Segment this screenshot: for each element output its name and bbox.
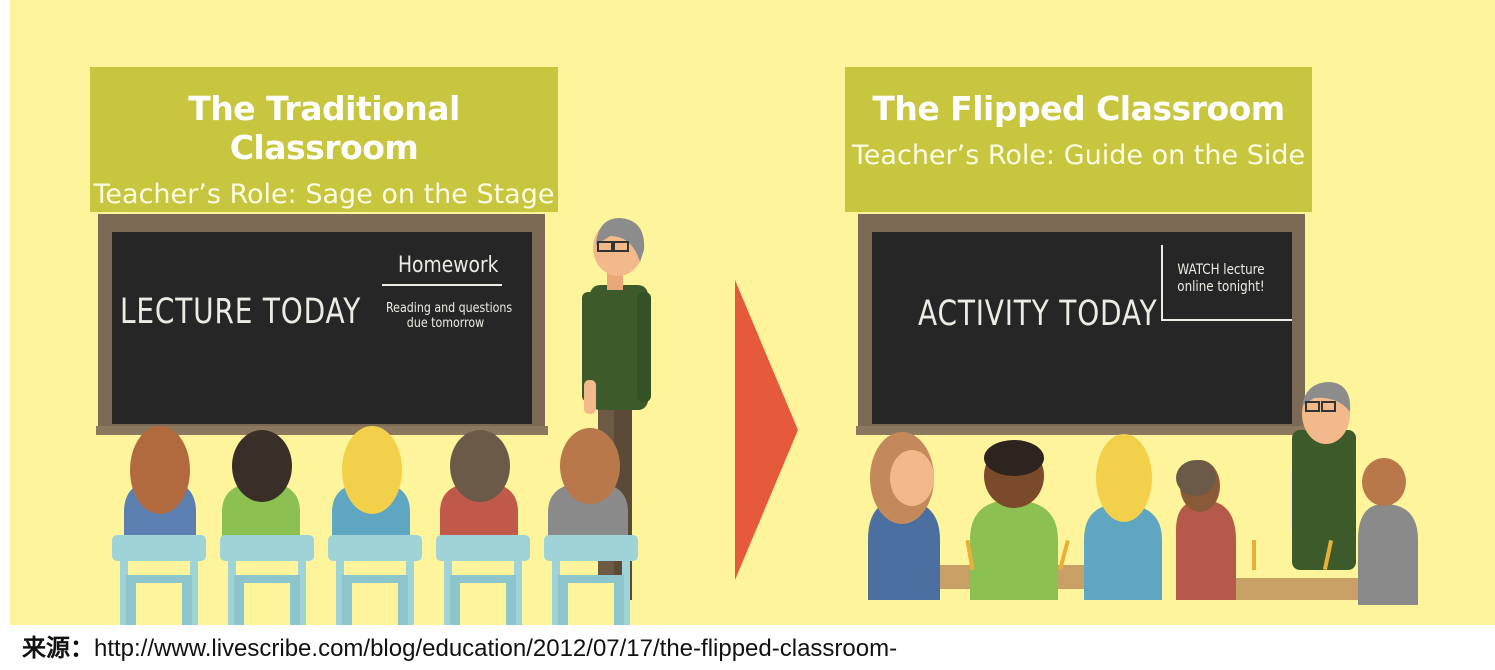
board-note: WATCH lecture online tonight! [1170, 262, 1272, 296]
board-note-line: due tomorrow [406, 316, 485, 331]
students-left [124, 426, 628, 540]
flipped-classroom-scene [856, 214, 1418, 605]
source-url[interactable]: http://www.livescribe.com/blog/education… [94, 635, 898, 662]
desk [1228, 578, 1368, 600]
board-note-title: Homework [398, 253, 499, 278]
students-right [868, 382, 1418, 605]
panel-title: The Traditional Classroom [188, 89, 460, 167]
panel-subtitle: Teacher’s Role: Sage on the Stage [93, 179, 555, 210]
chalkboard [112, 232, 532, 424]
source-label: 来源： [22, 634, 94, 662]
flipped-title-box: The Flipped Classroom Teacher’s Role: Gu… [845, 67, 1312, 212]
board-note-line: WATCH lecture [1177, 262, 1265, 278]
panel-title: The Flipped Classroom [872, 89, 1285, 128]
panel-subtitle: Teacher’s Role: Guide on the Side [851, 140, 1306, 171]
traditional-title-box: The Traditional Classroom Teacher’s Role… [90, 67, 558, 212]
illustration: The Traditional Classroom Teacher’s Role… [10, 0, 1495, 625]
chalk-ledge [96, 426, 548, 435]
arrow-right-icon [735, 280, 798, 580]
traditional-classroom-scene [96, 214, 651, 625]
board-main-text: ACTIVITY TODAY [918, 294, 1158, 334]
board-note-line: Reading and questions [386, 301, 513, 316]
note-bracket [1161, 245, 1292, 321]
chalk-ledge [856, 426, 1308, 435]
board-note-line: online tonight! [1177, 279, 1265, 295]
source-caption: 来源：http://www.livescribe.com/blog/educat… [22, 628, 897, 668]
chairs-left [112, 535, 638, 625]
chalkboard [872, 232, 1292, 424]
board-main-text: LECTURE TODAY [120, 292, 362, 332]
board-note: Reading and questions due tomorrow [386, 301, 513, 331]
